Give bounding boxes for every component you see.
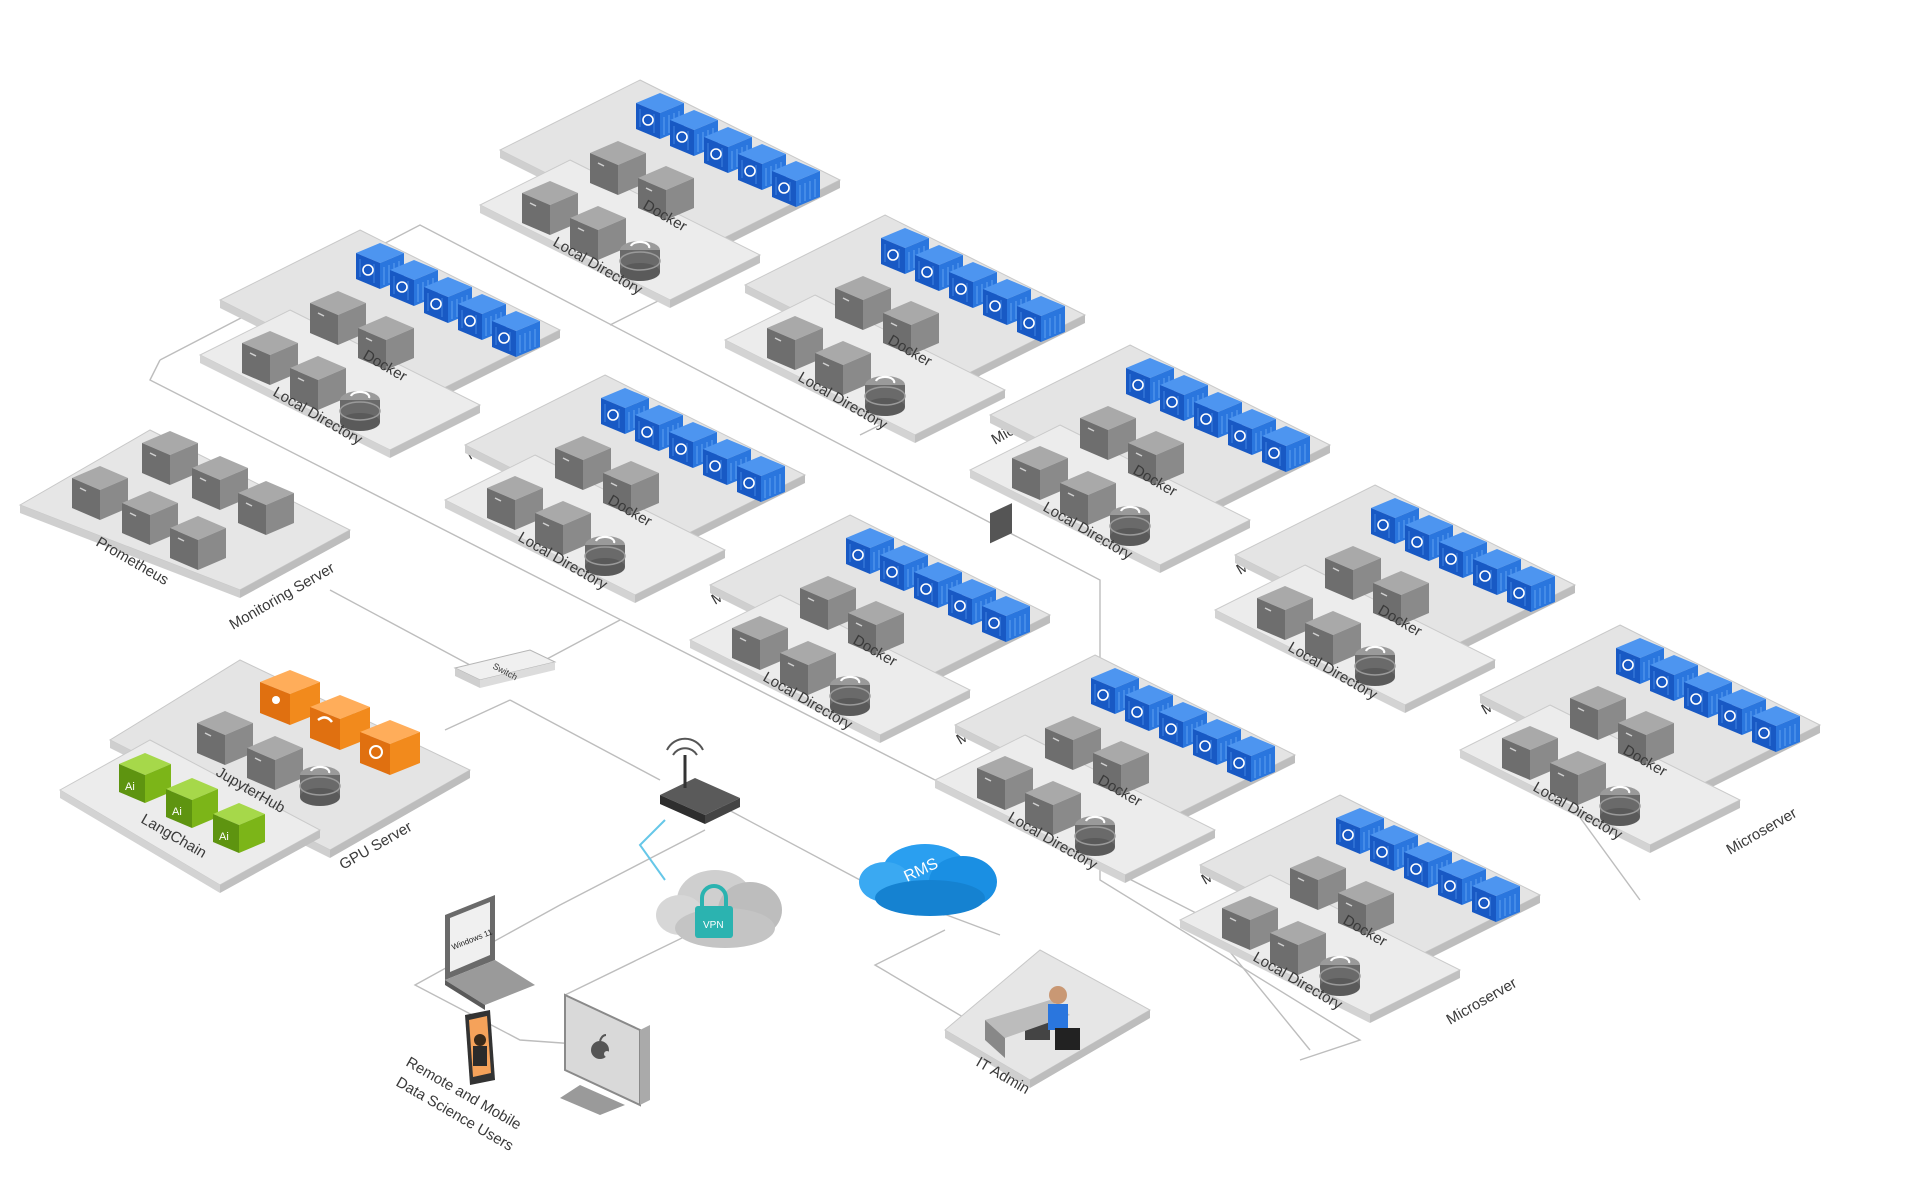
- r-language-icon: [360, 720, 420, 775]
- ai-badge: Ai: [219, 831, 229, 843]
- rms-cloud: RMS: [859, 844, 997, 916]
- remote-users: Windows 11 Remote and Mobile Data Scienc…: [393, 895, 650, 1155]
- wifi-icon: [666, 737, 704, 756]
- router-cloud-link: [638, 819, 666, 881]
- microserver-9: Docker Local Directory Microserver: [1460, 625, 1820, 858]
- apple-monitor: [560, 993, 650, 1115]
- mobile-phone: [465, 1010, 495, 1085]
- ai-badge: Ai: [125, 781, 135, 793]
- switch: Switch: [453, 649, 557, 688]
- gpu-server: Ai Ai Ai JupyterHub LangChain GPU Server: [58, 659, 472, 893]
- microserver-group: Docker Local Directory Docker Local Dire…: [200, 80, 1820, 1028]
- vpn-cloud: VPN: [656, 870, 782, 948]
- ai-badge: Ai: [172, 806, 182, 818]
- lock-icon: VPN: [695, 884, 733, 938]
- it-admin: IT Admin: [944, 503, 1152, 1098]
- apple-icon: [591, 1034, 610, 1059]
- python-icon: [310, 695, 370, 750]
- microserver-label: Microserver: [1444, 975, 1520, 1029]
- windows-laptop: Windows 11: [445, 895, 535, 1010]
- admin-workstation-icon: [985, 503, 1080, 1058]
- microserver-label: Microserver: [1724, 805, 1800, 859]
- monitoring-server: Prometheus Monitoring Server: [18, 429, 352, 633]
- microserver-10: Docker Local Directory Microserver: [1180, 795, 1540, 1028]
- vpn-label: VPN: [703, 920, 724, 931]
- router: [660, 737, 740, 824]
- langchain-icons: Ai Ai Ai: [119, 753, 265, 853]
